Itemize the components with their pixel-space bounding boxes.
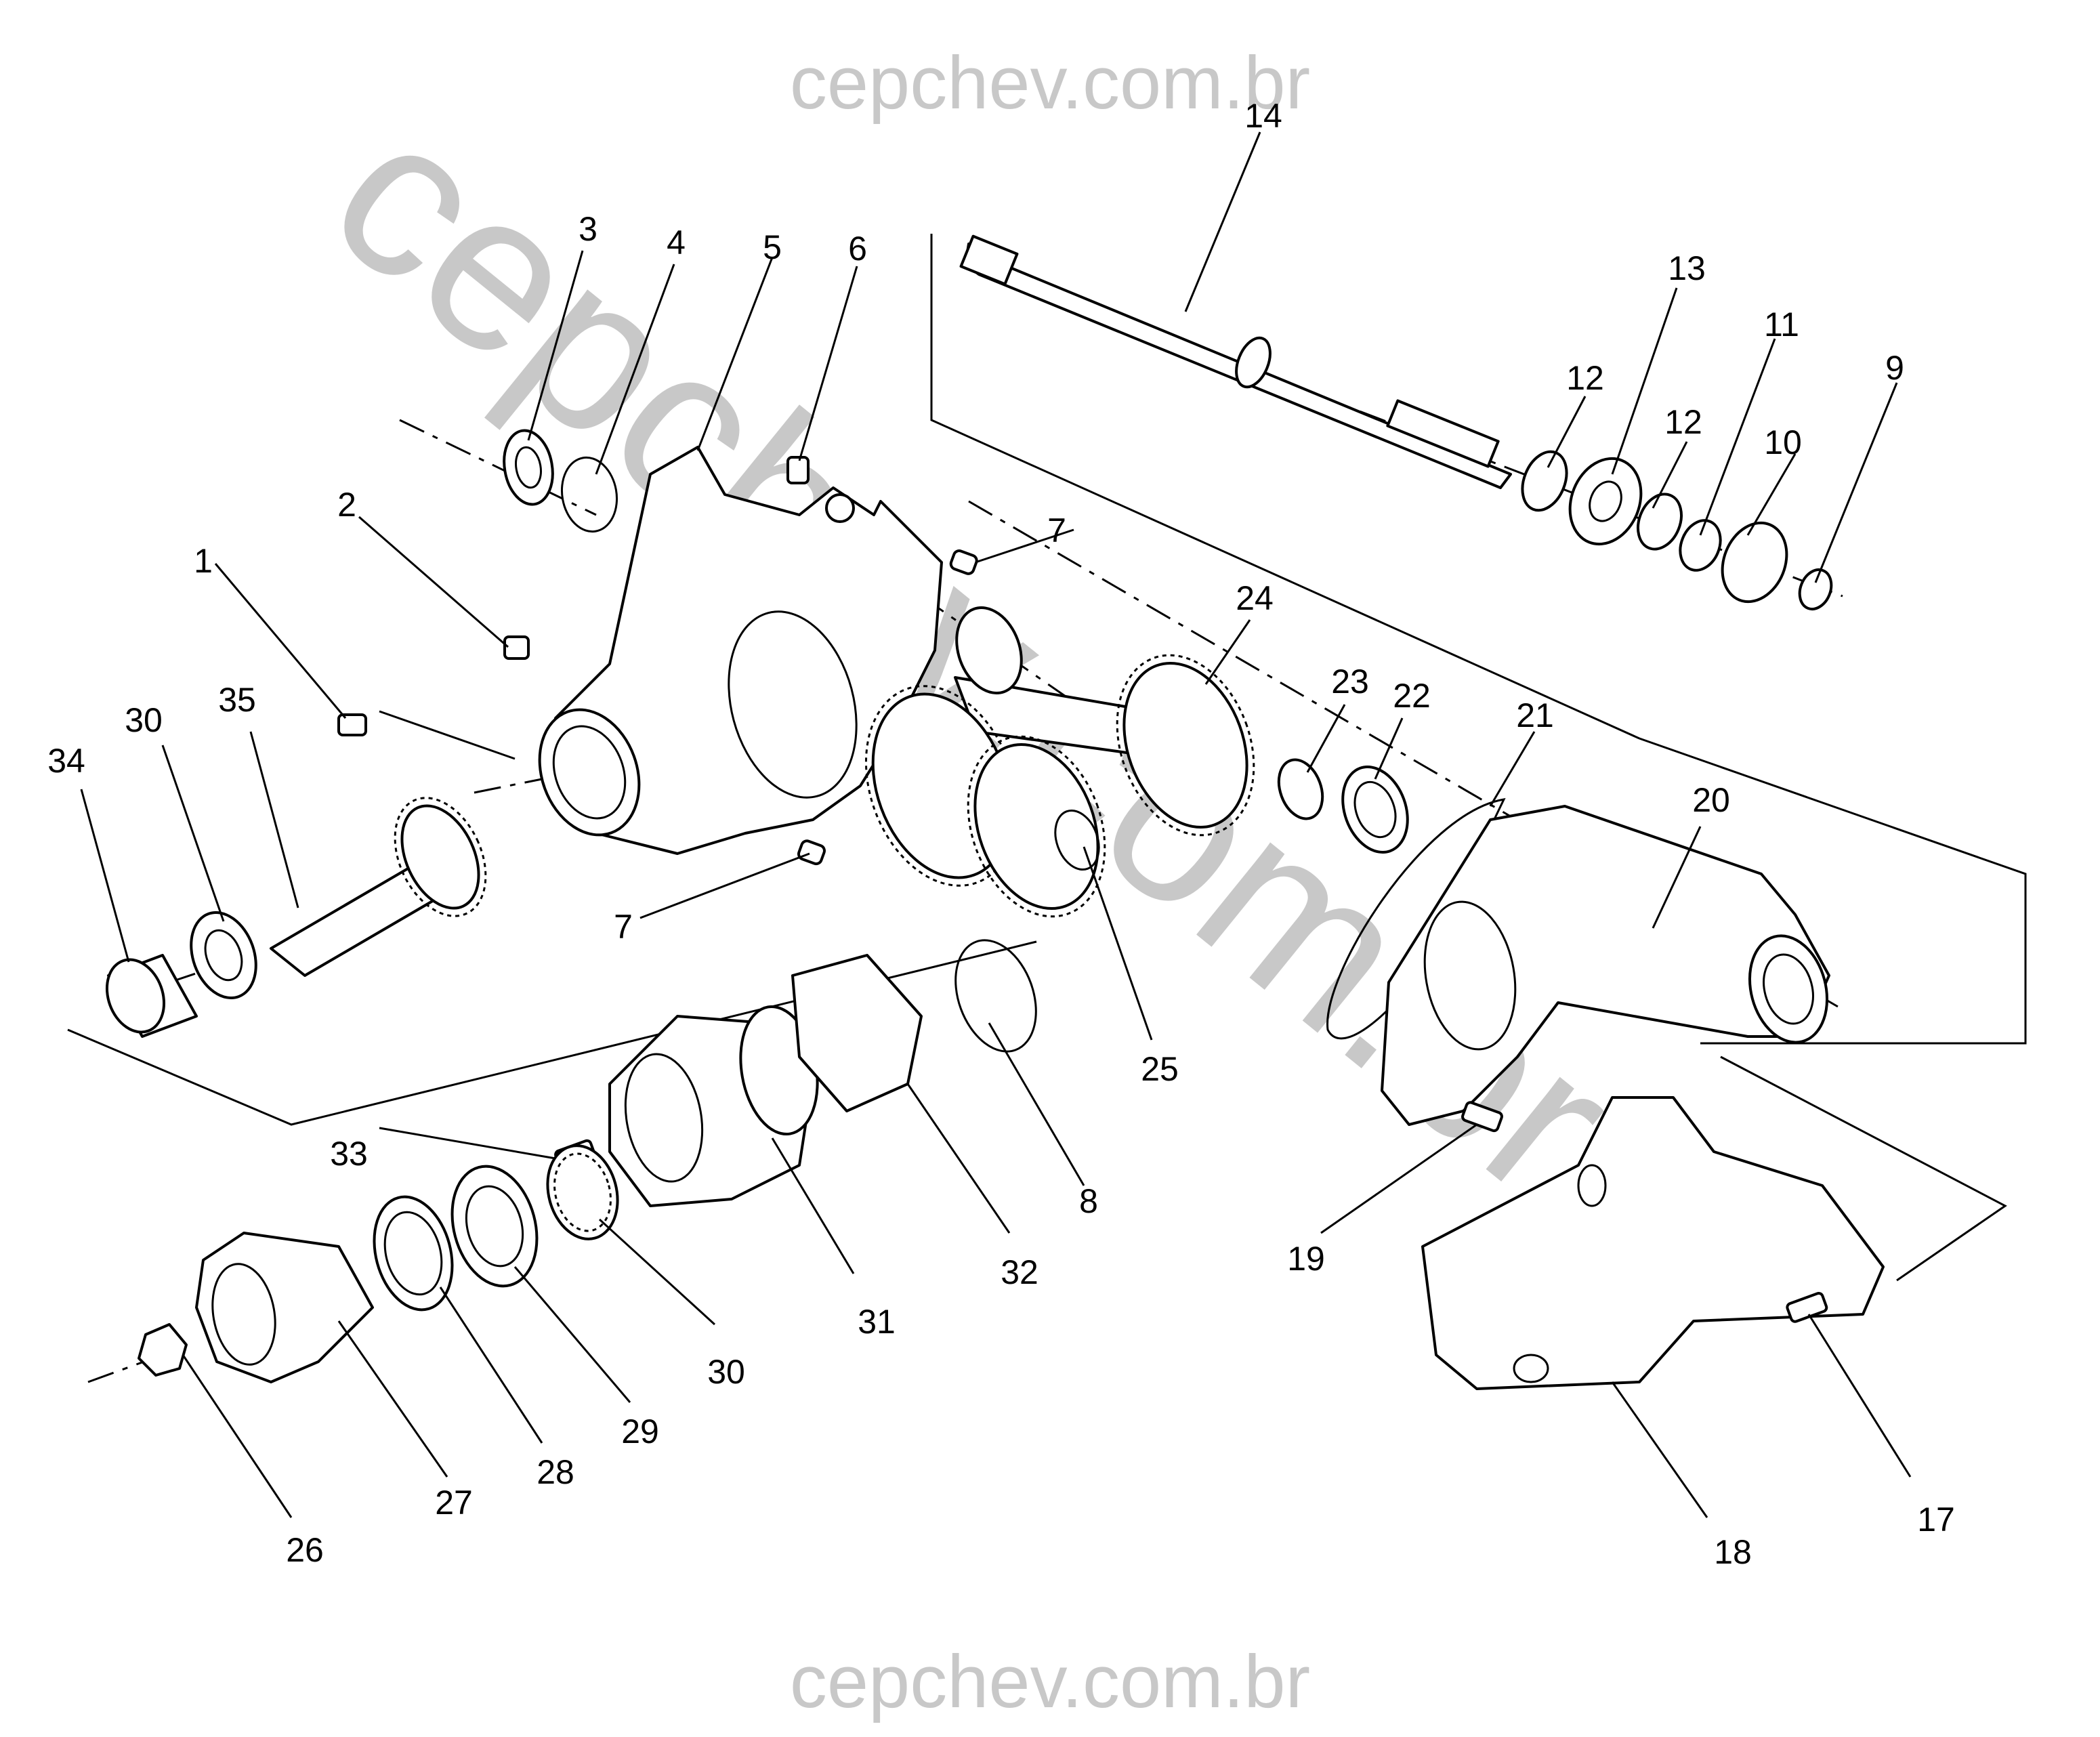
callout-8: 8 xyxy=(1079,1182,1098,1220)
callout-17: 17 xyxy=(1917,1501,1955,1539)
callout-19: 19 xyxy=(1287,1240,1325,1278)
callout-34: 34 xyxy=(47,742,85,780)
callout-29: 29 xyxy=(621,1412,659,1450)
callout-7-upper: 7 xyxy=(1047,511,1066,549)
watermark-top: cepchev.com.br xyxy=(790,41,1310,125)
output-shaft xyxy=(959,234,1512,489)
callout-12-right: 12 xyxy=(1664,403,1702,441)
callout-28: 28 xyxy=(537,1453,574,1491)
callout-21: 21 xyxy=(1516,696,1554,734)
input-shaft-assembly xyxy=(105,797,487,1038)
callout-27: 27 xyxy=(435,1484,473,1522)
callout-30-left: 30 xyxy=(125,701,163,739)
callout-labels: 1 2 3 4 5 6 7 7 8 9 10 11 12 12 13 14 17… xyxy=(47,97,1955,1571)
skid-shield xyxy=(1421,1096,1885,1390)
callout-18: 18 xyxy=(1714,1533,1752,1571)
callout-33: 33 xyxy=(330,1135,368,1173)
bearing-and-gasket xyxy=(1277,758,1506,1040)
callout-9: 9 xyxy=(1885,349,1904,387)
callout-22: 22 xyxy=(1393,677,1431,715)
callout-11: 11 xyxy=(1764,306,1799,343)
callout-13: 13 xyxy=(1668,249,1706,287)
callout-24: 24 xyxy=(1236,579,1274,617)
leader-lines xyxy=(80,131,1912,1518)
callout-10: 10 xyxy=(1764,423,1802,461)
callout-26: 26 xyxy=(286,1531,324,1569)
callout-31: 31 xyxy=(858,1303,896,1341)
callout-4: 4 xyxy=(667,224,686,261)
callout-32: 32 xyxy=(1001,1253,1038,1291)
snap-ring-group xyxy=(1521,450,1833,611)
gear-cluster xyxy=(864,606,1255,918)
rear-housing xyxy=(1381,805,1830,1126)
callout-35: 35 xyxy=(218,681,256,719)
rear-output-assembly xyxy=(138,939,1037,1383)
callout-5: 5 xyxy=(763,228,782,266)
callout-6: 6 xyxy=(848,230,867,268)
seal-and-ring xyxy=(503,429,618,533)
callout-20: 20 xyxy=(1692,781,1730,819)
callout-14: 14 xyxy=(1244,97,1282,135)
assembly-brackets xyxy=(67,234,2027,1282)
watermark-bottom: cepchev.com.br xyxy=(790,1640,1310,1723)
callout-7-lower: 7 xyxy=(614,908,633,946)
callout-2: 2 xyxy=(337,486,356,524)
front-housing xyxy=(538,446,943,855)
callout-25: 25 xyxy=(1141,1050,1179,1088)
callout-30-right: 30 xyxy=(707,1353,745,1391)
callout-12-left: 12 xyxy=(1566,359,1604,397)
callout-23: 23 xyxy=(1331,663,1369,700)
callout-1: 1 xyxy=(194,542,213,580)
plugs-and-dowels xyxy=(337,456,978,866)
callout-3: 3 xyxy=(579,210,597,248)
